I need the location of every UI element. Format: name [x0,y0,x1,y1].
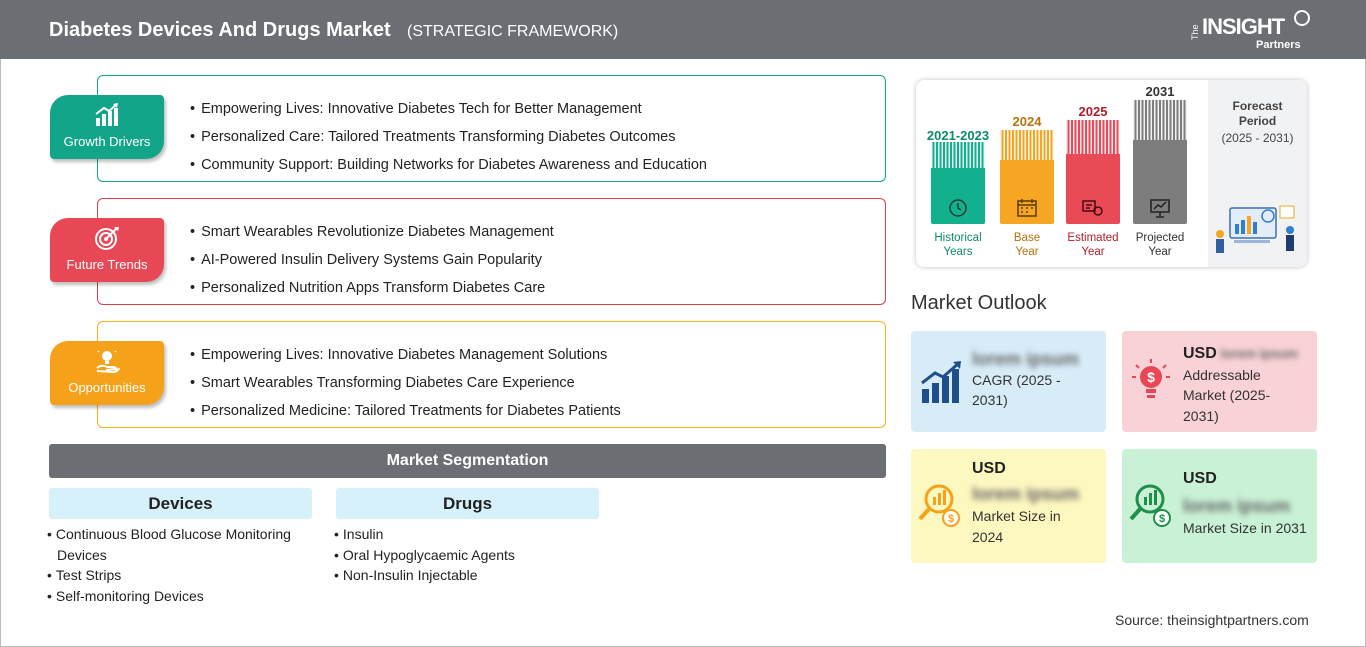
growth-drivers-list: Empowering Lives: Innovative Diabetes Te… [190,95,707,179]
bar-year-historical: 2021-2023 [926,128,990,143]
forecast-panel: Forecast Period (2025 - 2031) [1208,80,1307,267]
list-item: Empowering Lives: Innovative Diabetes Te… [190,95,707,123]
logo-ring-icon [1294,10,1310,26]
growth-bars-icon [921,361,961,403]
bar-year-estimated: 2025 [1078,104,1108,119]
lightbulb-hand-icon [96,349,120,373]
coin-magnifier-icon: $ [918,484,960,527]
segment-drugs-header: Drugs [336,488,599,519]
drugs-list: Insulin Oral Hypoglycaemic Agents Non-In… [334,524,599,586]
list-item: Personalized Medicine: Tailored Treatmen… [190,397,621,425]
badge-label: Growth Drivers [63,134,151,149]
forecast-line2: Period [1238,114,1277,128]
segment-devices-header: Devices [49,488,312,519]
label-line: Years [943,246,973,258]
target-icon [95,227,119,250]
svg-text:$: $ [948,513,954,525]
size-2031-desc: Market Size in 2031 [1183,520,1307,536]
list-item: Continuous Blood Glucose Monitoring Devi… [47,524,312,565]
list-item: Smart Wearables Revolutionize Diabetes M… [190,218,554,246]
forecast-period: (2025 - 2031) [1221,131,1294,145]
label-line: Base [1013,232,1041,244]
bar-year-projected: 2031 [1145,84,1175,99]
logo-partners: Partners [1256,39,1301,51]
tile-market-size-2024: $ USD lorem ipsum Market Size in 2024 [911,449,1106,563]
logo-insight: INSIGHT [1202,14,1285,39]
size-2024-prefix: USD [972,460,1006,477]
size-2024-desc: Market Size in 2024 [972,508,1061,545]
calendar-icon [1017,199,1037,217]
page-title: Diabetes Devices And Drugs Market [49,19,391,41]
future-trends-card: Smart Wearables Revolutionize Diabetes M… [97,198,886,305]
page-subtitle: (STRATEGIC FRAMEWORK) [407,23,619,40]
devices-list: Continuous Blood Glucose Monitoring Devi… [47,524,312,606]
analytics-illustration-icon [1216,205,1295,253]
label-line: Estimated [1067,232,1119,244]
tile-market-size-2031: $ USD lorem ipsum Market Size in 2031 [1122,449,1317,563]
badge-label: Opportunities [68,380,146,395]
addressable-value: lorem ipsum [1220,346,1298,361]
cagr-value: lorem ipsum [972,349,1080,369]
growth-chart-icon [95,103,118,126]
future-trends-list: Smart Wearables Revolutionize Diabetes M… [190,218,554,302]
insight-partners-logo[interactable]: The INSIGHT Partners [1190,10,1315,54]
list-item: Insulin [334,524,599,545]
opportunities-card: Empowering Lives: Innovative Diabetes Ma… [97,321,886,428]
opportunities-badge: Opportunities [50,341,164,405]
label-line: Year [1015,246,1039,258]
addressable-prefix: USD [1183,345,1217,362]
list-item: Oral Hypoglycaemic Agents [334,545,599,566]
logo-the: The [1190,24,1200,40]
list-item: Non-Insulin Injectable [334,565,599,586]
list-item: Self-monitoring Devices [47,586,312,607]
tile-cagr: lorem ipsum CAGR (2025 - 2031) [911,331,1106,432]
list-item: Personalized Nutrition Apps Transform Di… [190,274,554,302]
list-item: Smart Wearables Transforming Diabetes Ca… [190,369,621,397]
tile-addressable-market: $ USD lorem ipsum Addressable Market (20… [1122,331,1317,432]
growth-drivers-card: Empowering Lives: Innovative Diabetes Te… [97,75,886,182]
size-2024-value: lorem ipsum [972,483,1080,504]
dollar-bulb-icon: $ [1132,359,1170,398]
bar-projected [1133,100,1187,224]
cagr-desc: CAGR (2025 - 2031) [972,371,1061,409]
chart-magnifier-icon: $ [1129,484,1171,527]
page-header: Diabetes Devices And Drugs Market (STRAT… [0,0,1366,59]
label-line: Year [1148,246,1172,258]
list-item: Empowering Lives: Innovative Diabetes Ma… [190,341,621,369]
bar-estimated [1066,120,1120,224]
estimate-gear-icon [1082,200,1103,216]
list-item: Community Support: Building Networks for… [190,151,707,179]
future-trends-badge: Future Trends [50,218,164,282]
opportunities-list: Empowering Lives: Innovative Diabetes Ma… [190,341,621,425]
size-2031-prefix: USD [1183,470,1217,487]
svg-text:$: $ [1147,369,1155,385]
growth-drivers-badge: Growth Drivers [50,95,164,159]
bar-base [1000,130,1054,224]
timeline-panel: Forecast Period (2025 - 2031) 2021-2023 … [916,80,1307,267]
badge-label: Future Trends [66,257,148,272]
market-outlook-title: Market Outlook [911,292,1047,314]
list-item: Personalized Care: Tailored Treatments T… [190,123,707,151]
presentation-icon [1150,199,1170,218]
segmentation-title: Market Segmentation [49,444,886,478]
list-item: Test Strips [47,565,312,586]
svg-text:$: $ [1159,513,1165,525]
size-2031-value: lorem ipsum [1183,495,1291,516]
list-item: AI-Powered Insulin Delivery Systems Gain… [190,246,554,274]
bar-historical [931,142,985,224]
addressable-desc: Addressable Market (2025-2031) [1183,366,1271,424]
forecast-line1: Forecast [1232,99,1283,113]
label-line: Projected [1135,232,1185,244]
source-link[interactable]: Source: theinsightpartners.com [1115,612,1309,628]
label-line: Year [1081,246,1105,258]
label-line: Historical [934,232,982,244]
history-clock-icon [949,199,967,217]
bar-year-base: 2024 [1012,114,1042,129]
